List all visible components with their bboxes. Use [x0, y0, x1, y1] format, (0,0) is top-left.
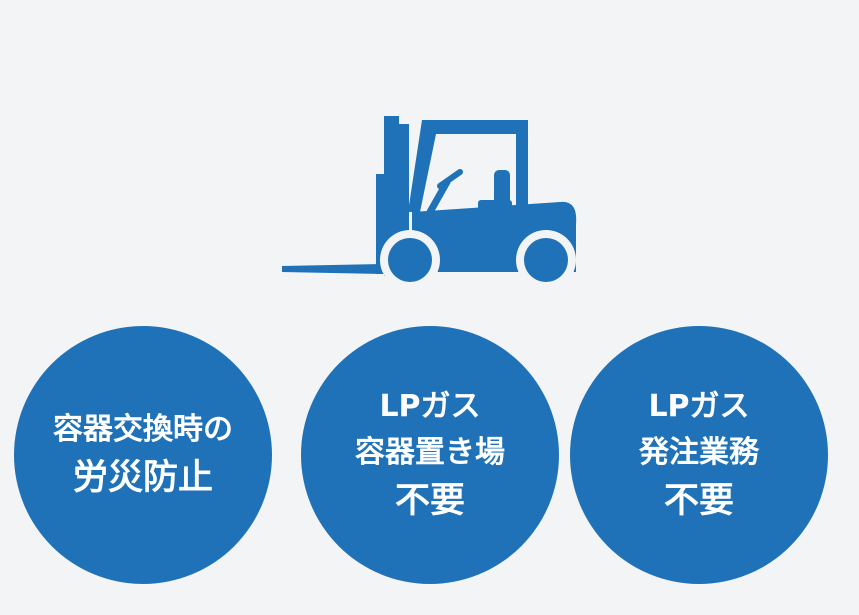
forklift-icon [282, 116, 577, 290]
benefit-circle-no-ordering: LPガス 発注業務 不要 [570, 326, 828, 584]
benefit-line: 不要 [394, 481, 465, 521]
benefit-circle-no-storage: LPガス 容器置き場 不要 [301, 326, 559, 584]
benefit-line: 労災防止 [72, 458, 213, 498]
benefit-circle-accident-prevention: 容器交換時の 労災防止 [14, 326, 272, 584]
benefit-line: LPガス [379, 389, 481, 424]
benefit-line: LPガス [648, 389, 750, 424]
forklift-illustration [282, 112, 580, 292]
benefit-line: 発注業務 [639, 435, 759, 470]
benefit-line: 不要 [663, 481, 734, 521]
benefit-line: 容器交換時の [53, 412, 233, 447]
benefit-line: 容器置き場 [355, 435, 505, 470]
